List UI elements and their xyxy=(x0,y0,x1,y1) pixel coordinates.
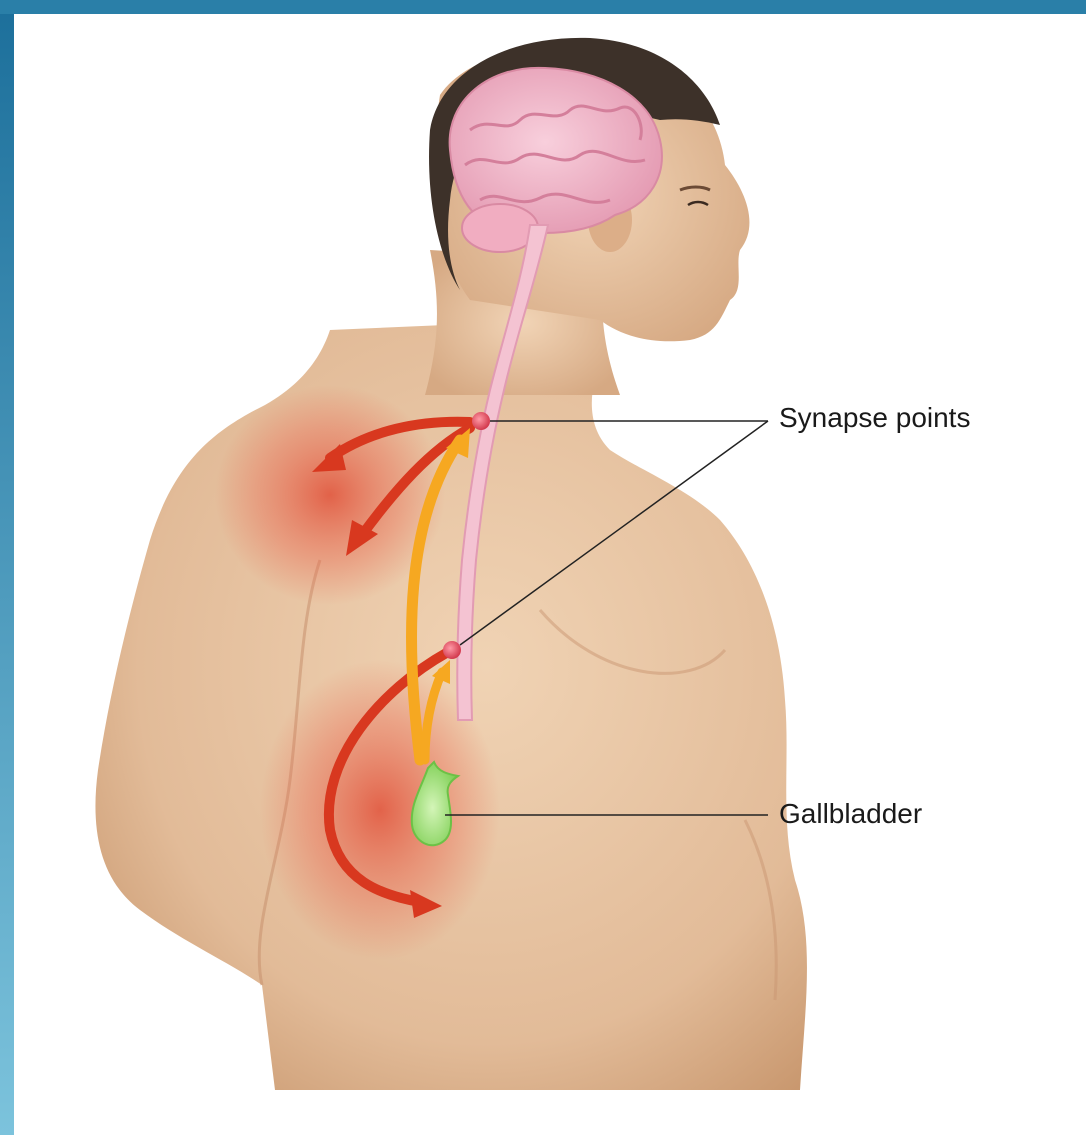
synapse-points-label: Synapse points xyxy=(779,404,970,432)
synapse-point-upper xyxy=(472,412,490,430)
gallbladder-label: Gallbladder xyxy=(779,800,922,828)
synapse-point-lower xyxy=(443,641,461,659)
frame-top-fill xyxy=(0,0,1086,14)
frame-left-fill xyxy=(0,0,14,1135)
